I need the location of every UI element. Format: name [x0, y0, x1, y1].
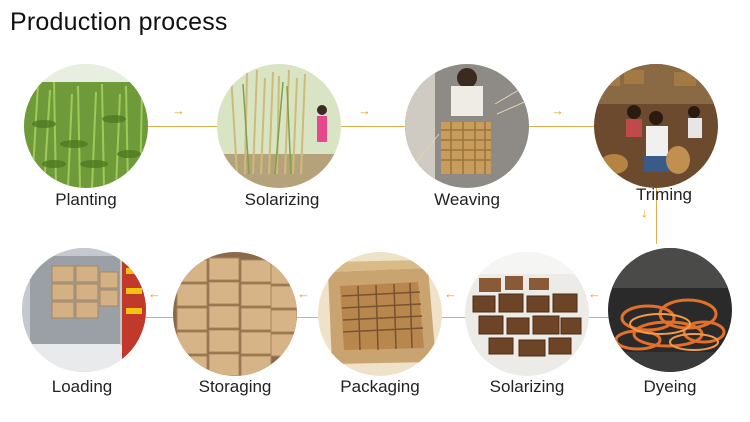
step-weaving-image: [405, 64, 529, 188]
step-solarizing-2-image: [465, 252, 589, 376]
arrow-left-icon: ←: [444, 286, 457, 301]
reed-field-icon: [24, 64, 148, 188]
arrow-right-icon: →: [358, 103, 371, 118]
arrow-down-icon: ↓: [641, 205, 648, 220]
stacked-cartons-icon: [173, 252, 297, 376]
step-triming-image: [594, 64, 718, 188]
step-loading-image: [22, 248, 146, 372]
step-solarizing-image: [217, 64, 341, 188]
arrow-left-icon: ←: [588, 286, 601, 301]
weaving-basket-icon: [405, 64, 529, 188]
step-storaging-image: [173, 252, 297, 376]
arrow-left-icon: ←: [148, 286, 161, 301]
step-label-dyeing: Dyeing: [643, 377, 697, 396]
step-label-storaging: Storaging: [198, 377, 272, 396]
step-dyeing-image: [608, 248, 732, 372]
step-packaging-image: [318, 252, 442, 376]
arrow-right-icon: →: [551, 103, 564, 118]
arrow-right-icon: →: [172, 103, 185, 118]
drying-reeds-icon: [217, 64, 341, 188]
step-label-solarizing: Solarizing: [244, 190, 320, 209]
step-label-loading: Loading: [51, 377, 113, 396]
sun-drying-baskets-icon: [465, 252, 589, 376]
page-title: Production process: [10, 8, 228, 36]
trimming-workshop-icon: [594, 64, 718, 188]
boxed-basket-icon: [318, 252, 442, 376]
step-label-weaving: Weaving: [434, 190, 500, 209]
dyed-wicker-icon: [608, 248, 732, 372]
step-label-solarizing-2: Solarizing: [489, 377, 565, 396]
step-label-packaging: Packaging: [340, 377, 420, 396]
step-label-triming: Triming: [635, 185, 693, 204]
step-label-planting: Planting: [55, 190, 117, 209]
container-loading-icon: [22, 248, 146, 372]
connector-row-1: [145, 126, 657, 127]
arrow-left-icon: ←: [297, 286, 310, 301]
step-planting-image: [24, 64, 148, 188]
